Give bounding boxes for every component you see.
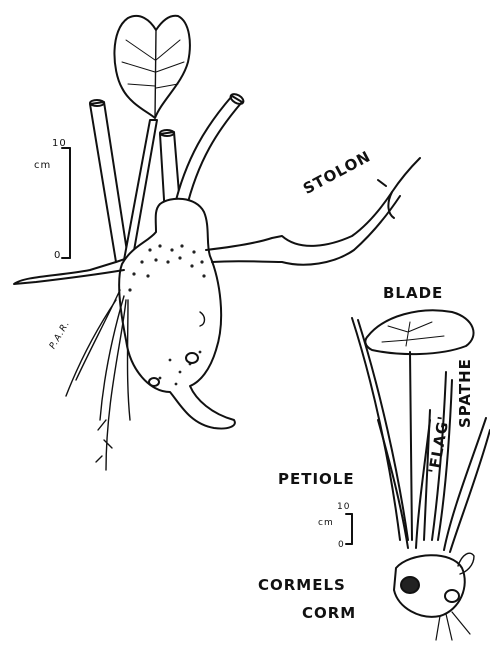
corm-right — [394, 553, 474, 640]
label-blade: BLADE — [383, 284, 443, 302]
label-corm: CORM — [302, 604, 356, 622]
scale-small-top: 10 — [337, 502, 350, 512]
label-petiole: PETIOLE — [278, 470, 355, 488]
label-spathe: SPATHE — [456, 358, 474, 428]
scale-large-unit: cm — [34, 160, 51, 171]
blade-right — [365, 310, 473, 354]
scale-small-bottom: 0 — [338, 540, 345, 550]
scale-bar-small — [346, 514, 352, 544]
scale-bar-large — [62, 148, 70, 258]
scale-large-top: 10 — [52, 138, 67, 149]
scale-small-unit: cm — [318, 518, 334, 528]
stolon-left — [14, 262, 124, 284]
upper-leaf-blade — [114, 16, 189, 118]
scale-large-bottom: 0 — [54, 250, 61, 261]
left-roots — [66, 290, 130, 470]
label-cormels: CORMELS — [258, 576, 346, 594]
